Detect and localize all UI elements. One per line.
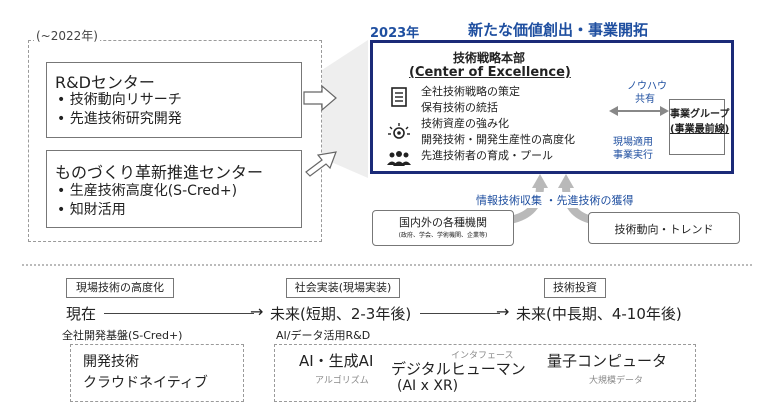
- timeline-tag: 社会実装(現場実装): [286, 278, 400, 298]
- ai-xr-label: (AI x XR): [397, 378, 459, 394]
- right-section-label: AI/データ活用R&D: [276, 329, 371, 342]
- rd-center-title: R&Dセンター: [55, 73, 155, 92]
- arrow-head-icon: →: [496, 302, 510, 321]
- coe-item: 開発技術・開発生産性の高度化: [421, 133, 575, 146]
- dev-platform-item: クラウドネイティブ: [83, 375, 208, 391]
- trend-box-label: 技術動向・トレンド: [614, 223, 714, 236]
- big-data-label: 大規模データ: [589, 376, 644, 386]
- left-section-label: 全社開発基盤(S-Cred+): [62, 329, 183, 342]
- coe-item: 保有技術の統括: [421, 101, 498, 114]
- knowhow-label: ノウハウ: [627, 81, 667, 92]
- info-collect-label: 情報技術収集 ・先進技術の獲得: [474, 192, 636, 208]
- stage-now: 現在: [66, 305, 97, 323]
- timeline-arrow: [420, 313, 500, 314]
- stage-short-term: 未来(短期、2-3年後): [270, 305, 412, 323]
- business-group-box: 事業グループ (事業最前線): [669, 99, 730, 155]
- checklist-icon: [391, 87, 407, 107]
- monozukuri-center-box: ものづくり革新推進センター • 生産技術高度化(S-Cred+) • 知財活用: [46, 150, 302, 228]
- exec-label: 事業実行: [613, 150, 653, 161]
- team-icon: [387, 151, 411, 166]
- double-arrow-icon: [609, 106, 669, 116]
- coe-subtitle: (Center of Excellence): [409, 65, 571, 80]
- dev-platform-item: 開発技術: [83, 354, 139, 370]
- algorithm-label: アルゴリズム: [315, 376, 369, 386]
- coe-title: 技術戦略本部: [453, 51, 526, 65]
- ai-rd-box: AI・生成AI アルゴリズム インタフェース デジタルヒューマン (AI x X…: [274, 344, 696, 402]
- rd-center-box: R&Dセンター • 技術動向リサーチ • 先進技術研究開発: [46, 62, 302, 138]
- coe-item: 先進技術者の育成・プール: [421, 149, 553, 162]
- coe-item: 全社技術戦略の策定: [421, 85, 520, 98]
- ai-label: AI・生成AI: [299, 352, 374, 370]
- monozukuri-center-item: • 知財活用: [57, 202, 126, 218]
- interface-label: インタフェース: [451, 351, 514, 361]
- monozukuri-center-item: • 生産技術高度化(S-Cred+): [57, 183, 238, 199]
- year-label: 2023年: [370, 26, 420, 41]
- stage-long-term: 未来(中長期、4-10年後): [516, 305, 682, 323]
- business-group-line2: (事業最前線): [670, 124, 730, 135]
- trend-box: 技術動向・トレンド: [588, 212, 740, 244]
- business-group-line1: 事業グループ: [670, 109, 730, 120]
- coe-box: 技術戦略本部 (Center of Excellence) 全社技術戦略の策定 …: [370, 40, 734, 174]
- idea-bulb-icon: [388, 123, 410, 139]
- apply-label: 現場適用: [613, 137, 653, 148]
- digital-human-label: デジタルヒューマン: [391, 360, 526, 378]
- institutions-box: 国内外の各種機関 (政府、学会、学術機関、企業等): [372, 210, 514, 246]
- dev-platform-box: 開発技術 クラウドネイティブ: [70, 344, 244, 402]
- quantum-label: 量子コンピュータ: [547, 352, 668, 370]
- share-label: 共有: [635, 94, 655, 105]
- timeline-arrow: [104, 313, 254, 314]
- era-label: (~2022年): [34, 27, 100, 44]
- funnel-shape: [322, 40, 368, 178]
- institutions-sub: (政府、学会、学術機関、企業等): [398, 232, 488, 239]
- timeline-tag: 現場技術の高度化: [66, 278, 174, 298]
- section-divider: [22, 264, 752, 266]
- institutions-title: 国内外の各種機関: [399, 216, 487, 229]
- arrow-head-icon: →: [250, 302, 264, 321]
- legacy-region: [28, 40, 322, 242]
- headline: 新たな価値創出・事業開拓: [468, 21, 649, 39]
- rd-center-item: • 先進技術研究開発: [57, 111, 182, 127]
- monozukuri-center-title: ものづくり革新推進センター: [55, 163, 264, 182]
- coe-item: 技術資産の強み化: [421, 117, 509, 130]
- rd-center-item: • 技術動向リサーチ: [57, 92, 182, 108]
- timeline-tag: 技術投資: [544, 278, 606, 298]
